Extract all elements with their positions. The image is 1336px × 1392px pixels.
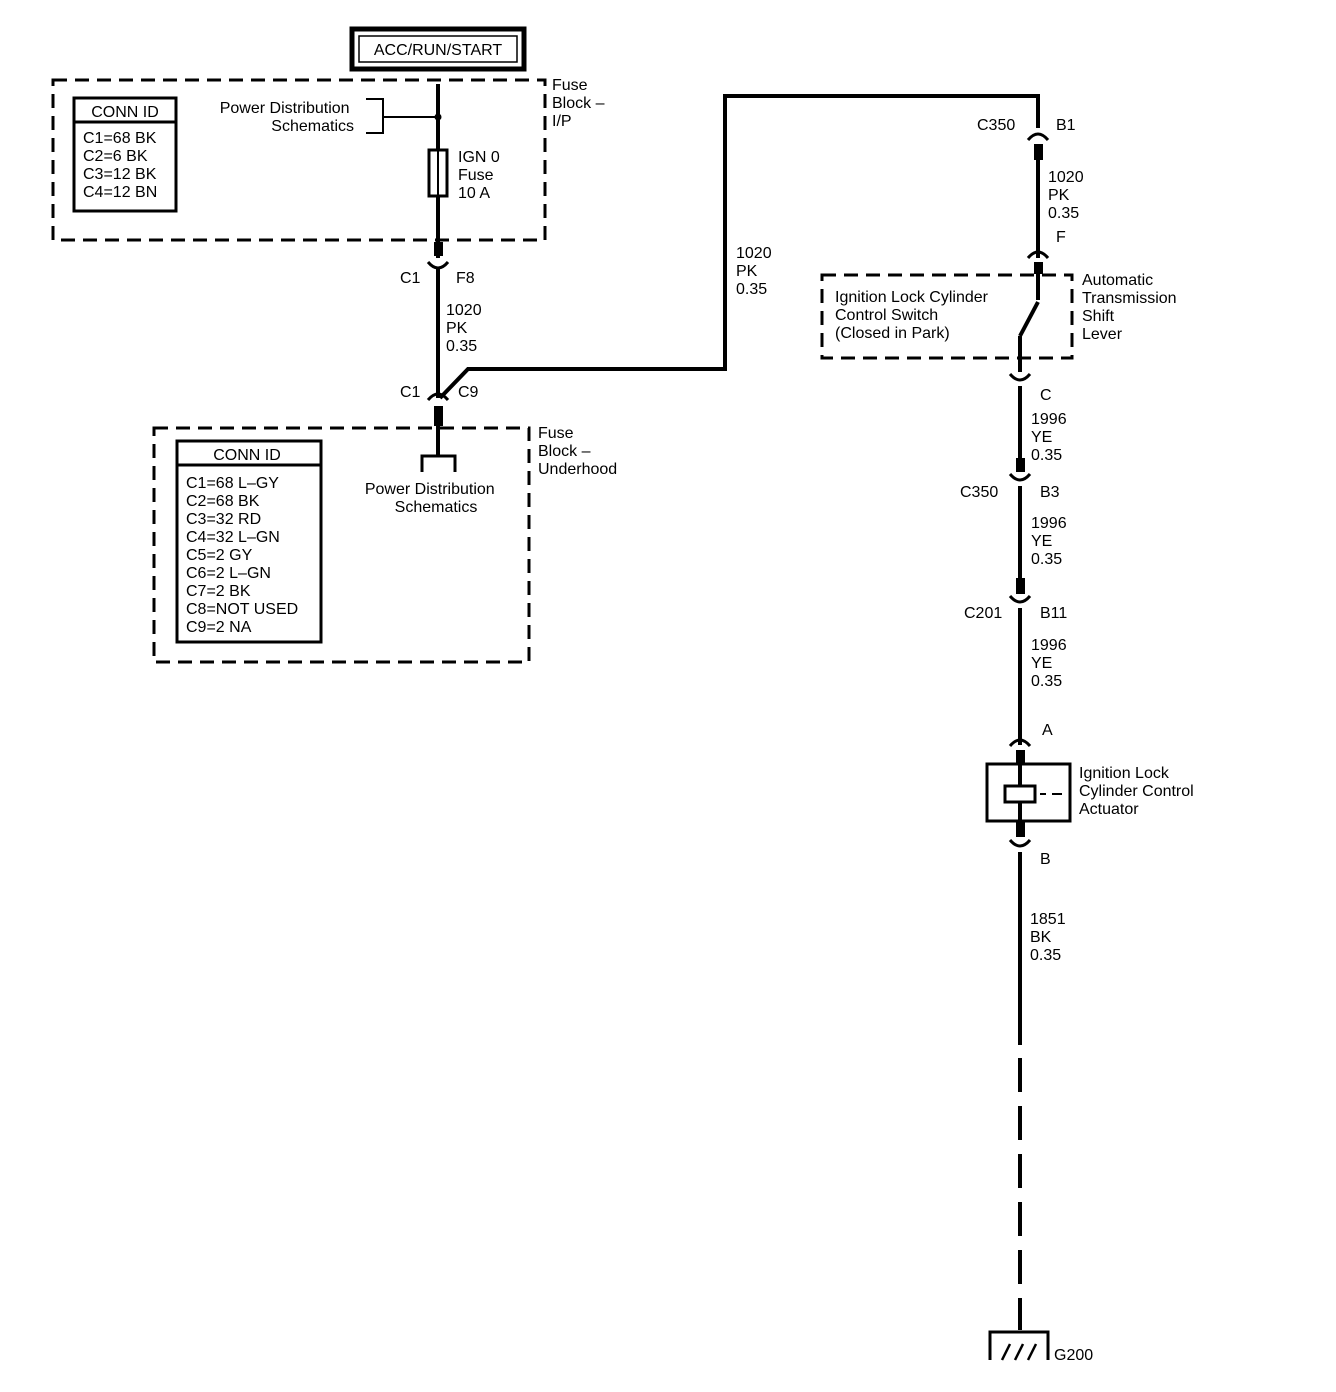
fuse-block-underhood-outline [152,426,531,664]
connector-c1-underhood-label: C1 [400,384,421,401]
fuse-block-underhood-title: Fuse Block – Underhood [538,425,617,478]
connector-c350-b1: C350 B1 [977,117,1076,160]
switch-contact [1018,301,1040,337]
actuator-pin-a-label: A [1042,722,1053,739]
conn-id-table-underhood: CONN ID C1=68 L–GY C2=68 BK C3=32 RD C4=… [175,439,323,644]
fuse-label: IGN 0 Fuse 10 A [458,149,504,202]
ignition-lock-switch-label: Ignition Lock Cylinder Control Switch (C… [835,289,992,342]
power-distribution-symbol-underhood [420,454,457,472]
fuse-block-ip-title: Fuse Block – I/P [552,77,609,130]
wire-1020-pk-to-c350 [438,94,1040,400]
solenoid-symbol [1003,784,1037,804]
ignition-lock-cylinder-actuator: A B Ignition Lock Cylinder Control Actua… [985,722,1198,868]
connector-c350-label: C350 [977,117,1015,134]
wire-label-1996-ye-a: 1996 YE 0.35 [1031,411,1071,464]
connector-c201-label: C201 [964,605,1002,622]
connector-b1-label: B1 [1056,117,1076,134]
connector-switch-f: F [1026,229,1066,274]
automatic-transmission-shift-lever: Ignition Lock Cylinder Control Switch (C… [820,272,1181,372]
actuator-label: Ignition Lock Cylinder Control Actuator [1079,765,1198,818]
wire-label-1851-bk: 1851 BK 0.35 [1030,911,1070,964]
connector-f8-label: F8 [456,270,475,287]
connector-b11-label: B11 [1040,605,1067,622]
connector-c201-b11: C201 B11 [964,578,1067,622]
conn-id-rows: C1=68 BK C2=6 BK C3=12 BK C4=12 BN [83,130,161,201]
actuator-pin-b-symbol [1008,838,1032,848]
pin-f-label: F [1056,229,1066,246]
wire-label-1020-pk-b: 1020 PK 0.35 [736,245,776,298]
power-source-label: ACC/RUN/START [374,42,503,59]
connector-switch-c: C [1008,372,1052,404]
ground-g200: G200 [988,1330,1093,1364]
conn-id-table-ip: CONN ID C1=68 BK C2=6 BK C3=12 BK C4=12 … [72,96,178,213]
svg-text:CONN ID: CONN ID [213,447,281,464]
shift-lever-label: Automatic Transmission Shift Lever [1082,272,1181,343]
shift-lever-outline [820,273,1074,360]
power-distribution-ref-underhood: Power Distribution Schematics [365,481,499,516]
connector-c1-label: C1 [400,270,421,287]
wire-label-1020-pk-c: 1020 PK 0.35 [1048,169,1088,222]
power-distribution-ref-ip: Power Distribution Schematics [220,100,354,135]
wire-label-1020-pk-a: 1020 PK 0.35 [446,302,486,355]
pin-c-label: C [1040,387,1052,404]
fuse-block-underhood: Fuse Block – Underhood C1 C9 Power Distr… [152,384,617,664]
ground-label: G200 [1054,1347,1093,1364]
connector-c1-f8-symbol [426,260,450,270]
power-distribution-bracket-ip [366,98,384,134]
connector-b3-label: B3 [1040,484,1060,501]
connector-c350-b-label: C350 [960,484,998,501]
connector-c1-c9-symbol [426,392,450,402]
wire-label-1996-ye-c: 1996 YE 0.35 [1031,637,1071,690]
fuse-block-ip-outline [51,78,547,242]
connector-c350-b3: C350 B3 [960,458,1060,501]
wire-label-1996-ye-b: 1996 YE 0.35 [1031,515,1071,568]
power-source-box: ACC/RUN/START [349,26,527,72]
connector-c9-label: C9 [458,384,479,401]
conn-id-header: CONN ID [91,104,159,121]
fuse-block-ip: Fuse Block – I/P CONN ID C1=68 BK C2=6 B… [51,77,609,287]
conn-id-rows-underhood: C1=68 L–GY C2=68 BK C3=32 RD C4=32 L–GN … [186,475,303,636]
actuator-pin-b-label: B [1040,851,1051,868]
actuator-pin-a-symbol [1008,738,1032,748]
connector-pin-male [434,242,443,256]
